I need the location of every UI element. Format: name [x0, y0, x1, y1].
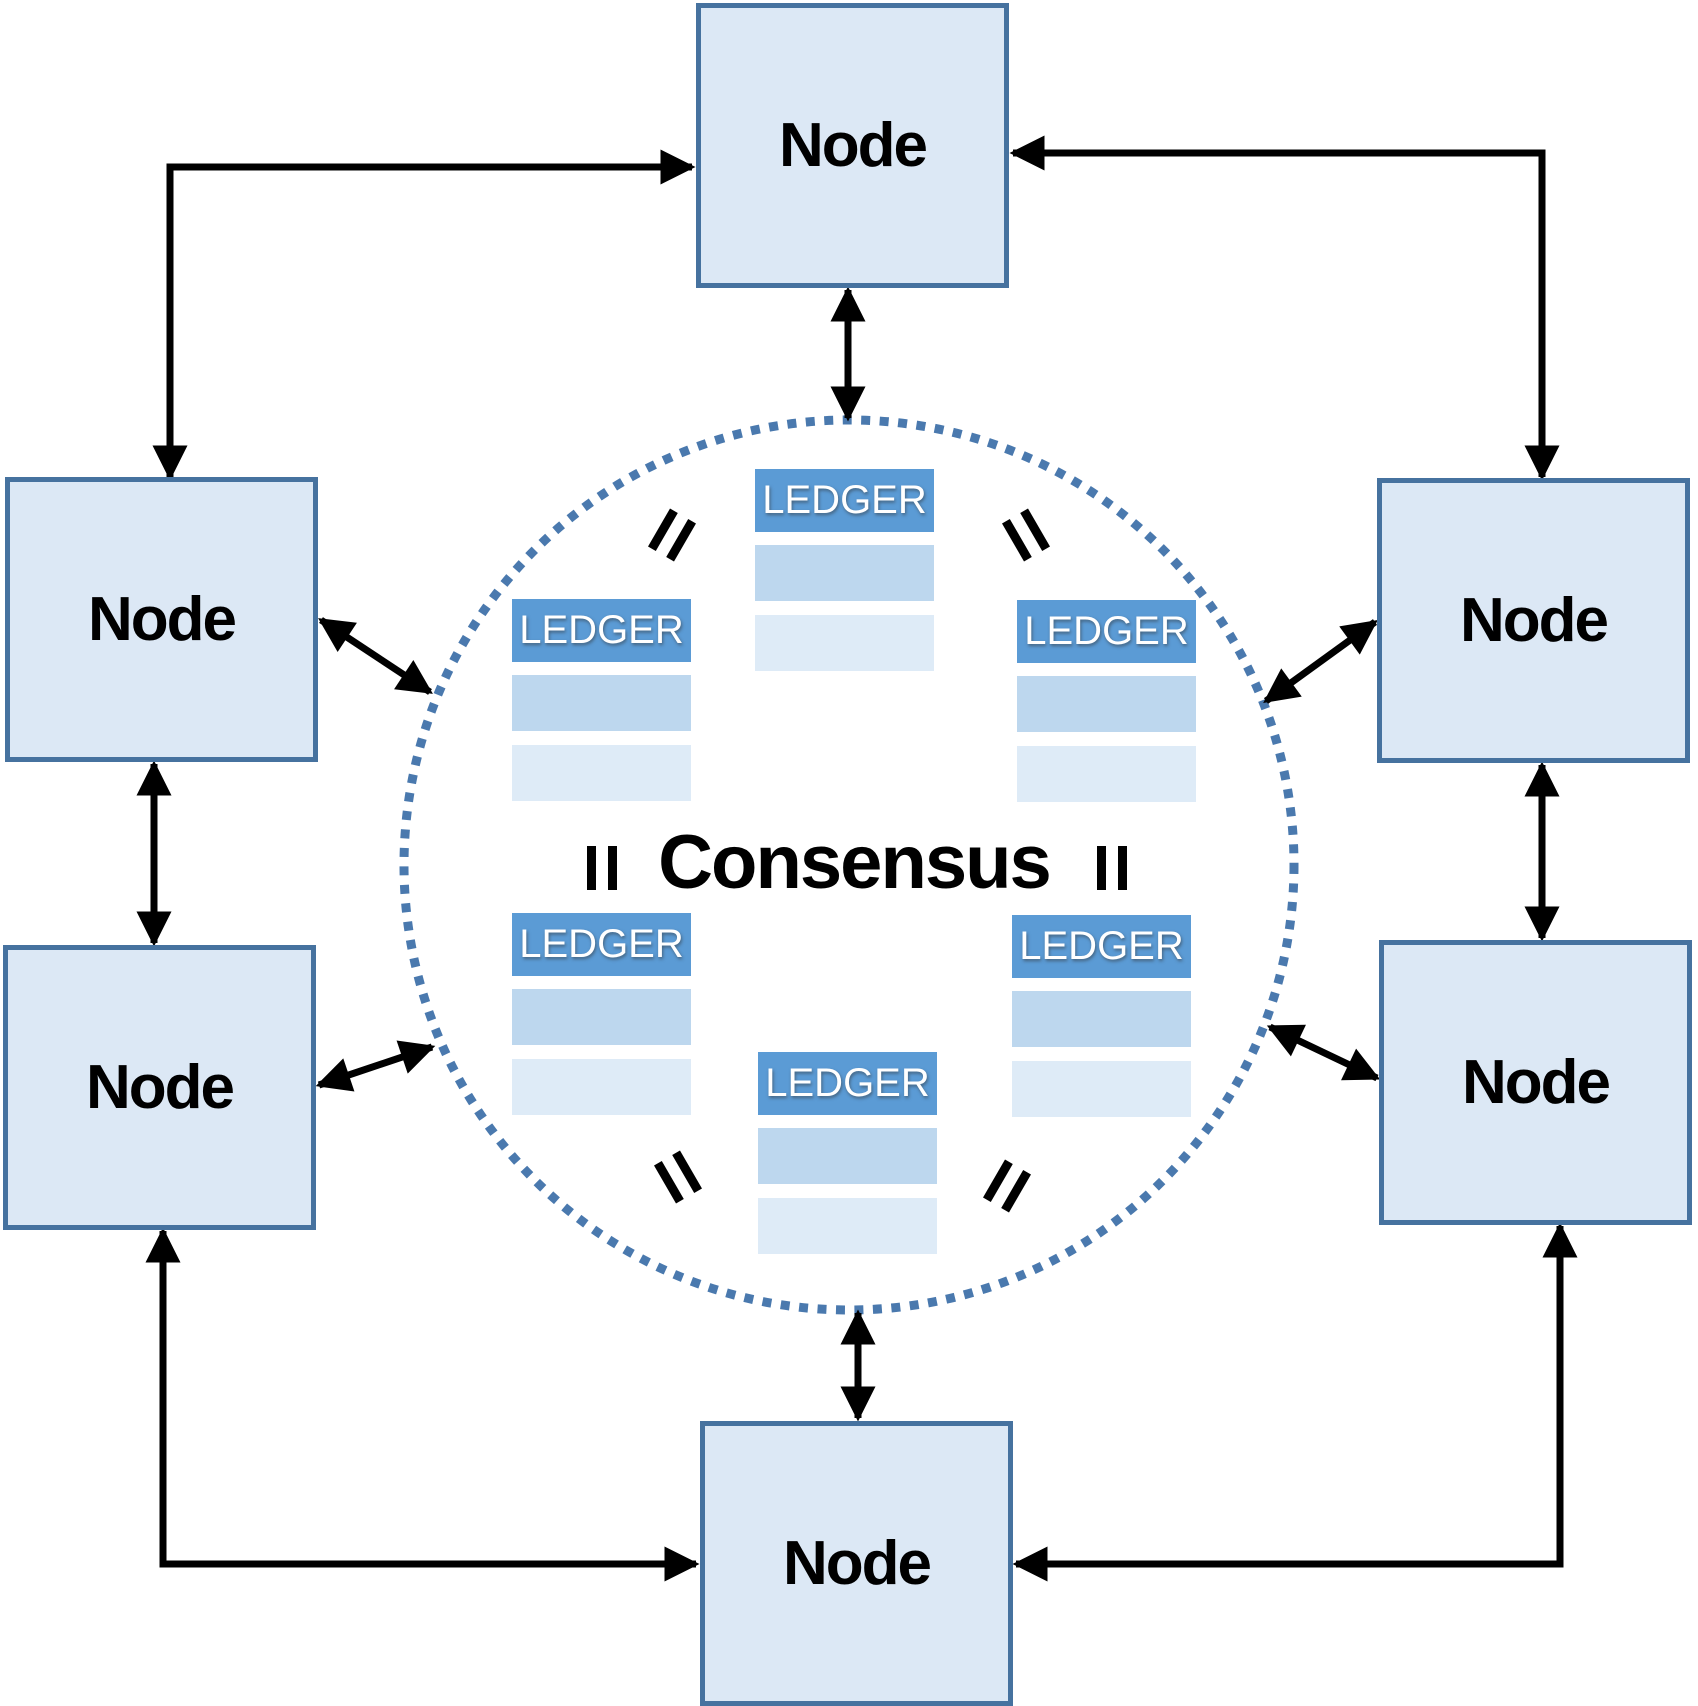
ledger-row — [755, 615, 934, 671]
node-box-lower-left: Node — [3, 945, 316, 1230]
ledger-header: LEDGER — [758, 1052, 937, 1115]
node-box-top: Node — [696, 3, 1009, 288]
node-label: Node — [783, 1529, 932, 1598]
ledger-stack-top-center: LEDGER — [755, 469, 934, 671]
equals-icon — [587, 846, 617, 890]
ledger-row — [1017, 676, 1196, 732]
equals-icon — [1097, 846, 1127, 890]
ledger-row — [1017, 746, 1196, 802]
ledger-stack-lower-right: LEDGER — [1012, 915, 1191, 1117]
arrow-upper-right-node-to-ring — [1263, 619, 1378, 704]
arrow-lower-right-node-to-ring — [1266, 1023, 1381, 1082]
node-label: Node — [1462, 1048, 1611, 1117]
node-label: Node — [1460, 586, 1609, 655]
arrow-lower-left-node-to-ring — [315, 1040, 436, 1092]
ledger-row — [758, 1128, 937, 1184]
consensus-title: Consensus — [658, 820, 1052, 906]
ledger-row — [512, 745, 691, 801]
ledger-header: LEDGER — [1012, 915, 1191, 978]
ledger-row — [1012, 1061, 1191, 1117]
ledger-row — [512, 675, 691, 731]
node-box-lower-right: Node — [1379, 940, 1692, 1225]
arrow-upper-left-node-to-ring — [318, 617, 433, 695]
ledger-stack-upper-right: LEDGER — [1017, 600, 1196, 802]
arrow-elbow-bottom-left — [145, 1227, 700, 1582]
node-label: Node — [88, 585, 237, 654]
ledger-stack-bottom-center: LEDGER — [758, 1052, 937, 1254]
ledger-stack-upper-left: LEDGER — [512, 599, 691, 801]
ledger-row — [1012, 991, 1191, 1047]
node-box-bottom: Node — [700, 1421, 1013, 1706]
node-box-upper-left: Node — [5, 477, 318, 762]
arrow-elbow-bottom-right — [1012, 1222, 1578, 1582]
ledger-header: LEDGER — [755, 469, 934, 532]
arrow-elbow-top-right — [1009, 135, 1560, 481]
ledger-row — [512, 1059, 691, 1115]
ledger-header: LEDGER — [512, 913, 691, 976]
ledger-row — [755, 545, 934, 601]
ledger-header: LEDGER — [512, 599, 691, 662]
node-label: Node — [779, 111, 928, 180]
node-label: Node — [86, 1053, 235, 1122]
arrow-elbow-top-left — [152, 149, 696, 481]
ledger-header: LEDGER — [1017, 600, 1196, 663]
ledger-row — [758, 1198, 937, 1254]
ledger-row — [512, 989, 691, 1045]
ledger-stack-lower-left: LEDGER — [512, 913, 691, 1115]
node-box-upper-right: Node — [1377, 478, 1690, 763]
